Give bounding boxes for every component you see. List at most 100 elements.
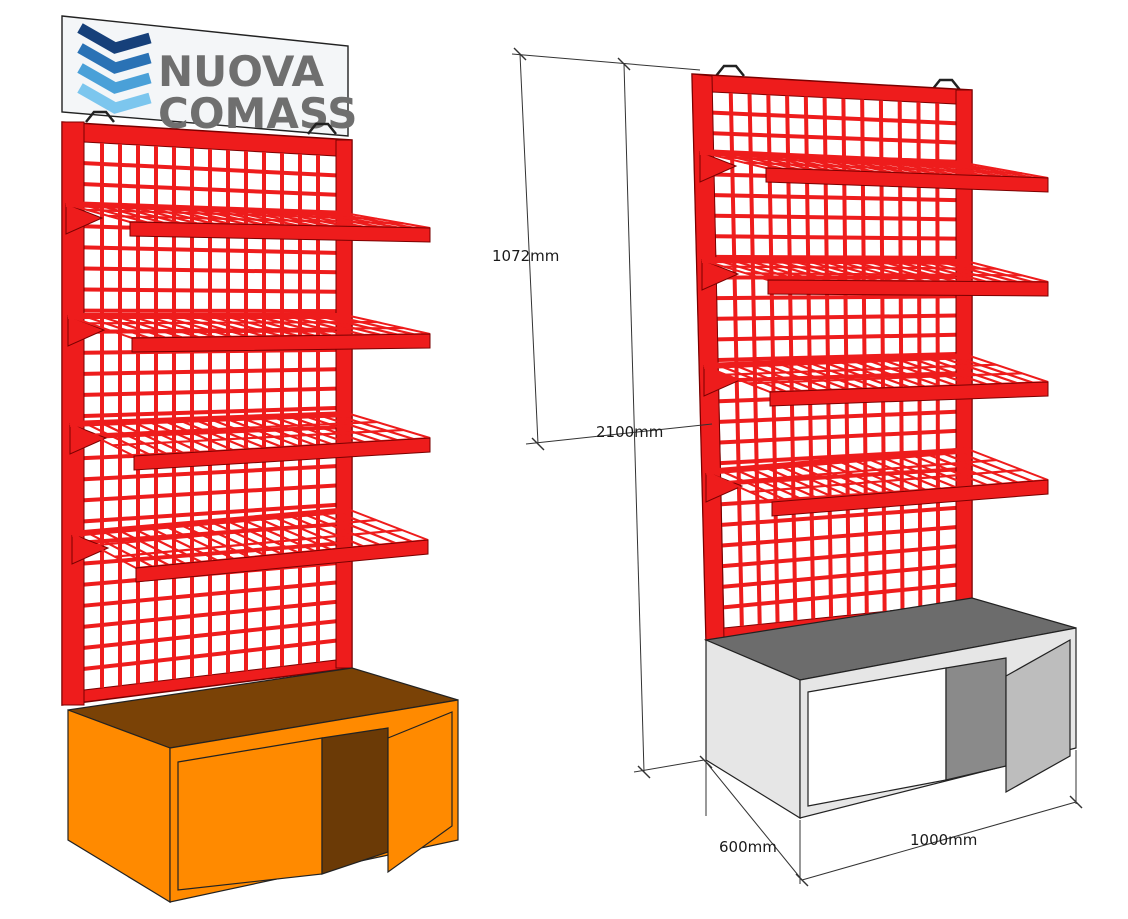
grid-wire-horizontal bbox=[722, 563, 957, 589]
shelf-wire bbox=[820, 259, 893, 282]
shelf-wire bbox=[334, 314, 414, 336]
shelf-wire bbox=[836, 359, 910, 389]
left-display-stand: NUOVA COMASS bbox=[61, 15, 459, 904]
logo-chevrons-icon bbox=[77, 23, 152, 114]
cabinet-left-door bbox=[177, 737, 323, 891]
shelf-wire bbox=[334, 413, 414, 441]
grid-wire-horizontal bbox=[83, 161, 337, 178]
shelf-wire bbox=[225, 519, 299, 554]
shelf-wire bbox=[256, 516, 332, 551]
shelf-wire bbox=[793, 463, 865, 496]
wire-shelf bbox=[699, 149, 1049, 193]
shelf-wire bbox=[91, 420, 377, 436]
shelf-wire bbox=[162, 419, 234, 452]
shelf-wire bbox=[241, 518, 315, 552]
base-cabinet bbox=[703, 597, 1077, 820]
grid-wire-horizontal bbox=[714, 213, 957, 222]
grid-wire-horizontal bbox=[715, 254, 957, 260]
shelf-back-rail bbox=[701, 257, 971, 265]
shelf-wire bbox=[749, 468, 1023, 494]
shelf-wire bbox=[747, 372, 1023, 385]
shelf-bracket bbox=[699, 151, 738, 183]
grid-wire-horizontal bbox=[83, 502, 337, 524]
shelf-wire bbox=[805, 259, 878, 282]
shelf-wire bbox=[721, 156, 997, 170]
shelf-wire bbox=[723, 265, 997, 270]
wire-shelf bbox=[702, 447, 1049, 517]
grid-wire-horizontal bbox=[83, 638, 337, 671]
shelf-wire bbox=[940, 451, 1018, 484]
shelf-wire bbox=[86, 531, 153, 568]
shelf-wire bbox=[146, 314, 216, 338]
shelf-front-lip bbox=[767, 279, 1049, 297]
shelf-wire bbox=[108, 214, 404, 225]
shelf-wire bbox=[195, 522, 267, 557]
shelf-back-rail bbox=[69, 411, 351, 427]
shelf-wire bbox=[939, 260, 1018, 283]
dimension-upper-height: 1072mm bbox=[492, 247, 559, 265]
grid-wire-horizontal bbox=[715, 234, 957, 241]
shelf-wire bbox=[87, 208, 377, 220]
hanging-hook-icon bbox=[715, 64, 745, 77]
grid-wire-horizontal bbox=[83, 580, 337, 608]
shelf-wire bbox=[114, 528, 403, 558]
wire-shelf bbox=[68, 507, 429, 583]
shelf-wire bbox=[89, 320, 377, 325]
shelf-wire bbox=[761, 259, 831, 282]
shelf-wire bbox=[792, 361, 864, 390]
shelf-wire bbox=[112, 428, 404, 447]
shelf-wire bbox=[83, 314, 149, 339]
shelf-wire bbox=[117, 529, 186, 565]
grid-wire-horizontal bbox=[83, 619, 337, 650]
grid-wire-horizontal bbox=[723, 582, 957, 610]
cabinet-opening bbox=[321, 727, 389, 875]
cabinet-right-door-open bbox=[387, 711, 453, 874]
shelf-bracket bbox=[69, 423, 108, 455]
shelf-wire bbox=[256, 416, 332, 446]
grid-wire-horizontal bbox=[83, 599, 337, 629]
shelf-wire bbox=[303, 512, 380, 546]
grid-wire-horizontal bbox=[83, 245, 337, 255]
shelf-wire bbox=[764, 466, 834, 499]
shelf-wire bbox=[896, 455, 972, 488]
grid-wire-horizontal bbox=[721, 505, 957, 527]
shelf-wire bbox=[161, 314, 232, 338]
shelf-bracket bbox=[705, 471, 744, 503]
shelf-wire bbox=[100, 421, 168, 455]
shelf-wire bbox=[747, 363, 817, 392]
hanging-hook-icon bbox=[931, 78, 961, 91]
shelf-wire bbox=[925, 452, 1003, 485]
shelf-wire bbox=[881, 456, 957, 489]
grid-wire-horizontal bbox=[716, 294, 957, 301]
dimension-depth: 600mm bbox=[719, 838, 777, 856]
shelf-wire bbox=[208, 314, 282, 338]
shelf-wire bbox=[272, 515, 348, 549]
dimension-lines bbox=[511, 53, 1077, 884]
shelf-wire bbox=[778, 464, 850, 497]
shelf-wire bbox=[910, 453, 988, 486]
shelf-wire bbox=[762, 362, 833, 391]
shelf-wire bbox=[850, 260, 924, 283]
grid-wire-horizontal bbox=[714, 193, 957, 203]
shelf-wire bbox=[733, 363, 802, 392]
shelf-wire bbox=[745, 272, 1023, 277]
logo-panel: NUOVA COMASS bbox=[61, 15, 357, 138]
logo-text-line1: NUOVA bbox=[158, 47, 324, 96]
grid-wire-horizontal bbox=[83, 541, 337, 566]
shelf-back-rail bbox=[699, 149, 971, 167]
shelf-wire bbox=[210, 520, 283, 556]
shelf-front-lip bbox=[765, 167, 1049, 193]
hanging-hook-icon bbox=[85, 110, 115, 123]
shelf-wire bbox=[880, 358, 956, 387]
grid-wire-horizontal bbox=[722, 544, 957, 569]
shelf-wire bbox=[318, 511, 396, 545]
shelf-wire bbox=[131, 420, 201, 454]
cabinet-opening bbox=[945, 657, 1007, 781]
shelf-wire bbox=[925, 356, 1003, 385]
shelf-wire bbox=[835, 259, 909, 283]
grid-wire-horizontal bbox=[712, 110, 957, 126]
shelf-wire bbox=[224, 314, 298, 337]
grid-wire-horizontal bbox=[83, 386, 337, 397]
shelf-wire bbox=[240, 416, 316, 447]
